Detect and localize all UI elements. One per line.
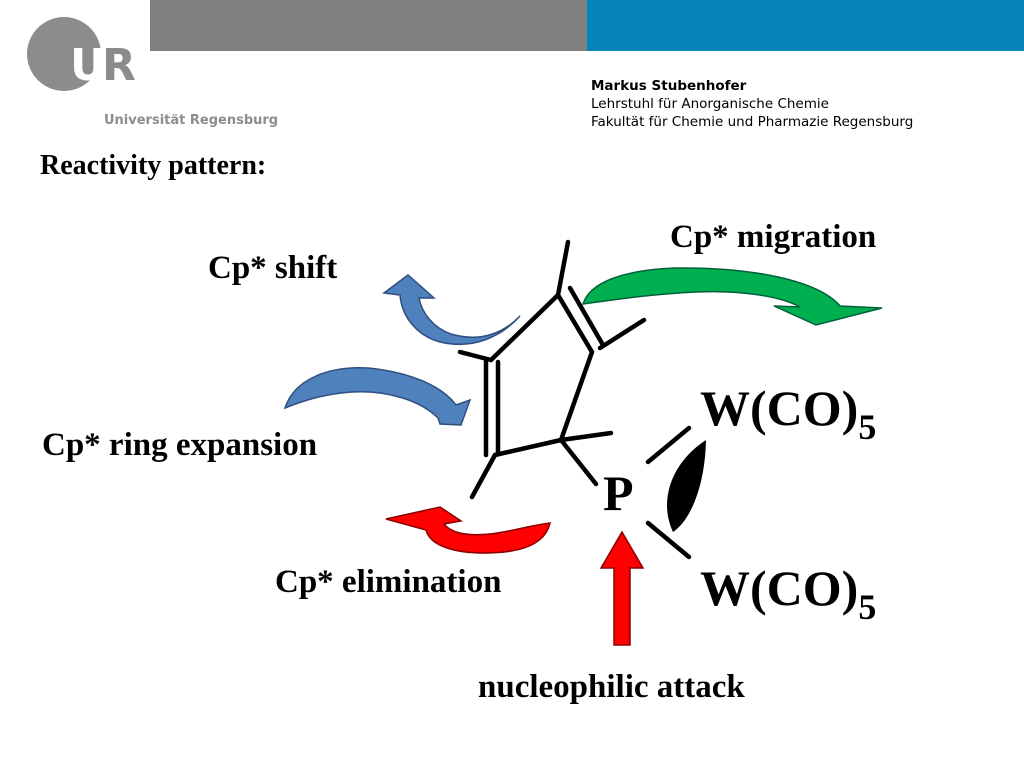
ring-double-bond-right <box>567 285 606 348</box>
slide-title: Reactivity pattern: <box>40 150 267 181</box>
author-block: Markus Stubenhofer Lehrstuhl für Anorgan… <box>591 77 913 131</box>
header-gray-bar <box>150 0 587 51</box>
bond-p-w-top <box>645 425 692 465</box>
methyl-right <box>597 317 647 351</box>
ring-bond-top-right <box>555 292 595 355</box>
university-logo: U R Universität Regensburg <box>24 12 284 132</box>
cp-shift-arrow <box>382 274 521 346</box>
ring-bond-bottom <box>492 437 564 458</box>
label-nucleophilic-attack: nucleophilic attack <box>478 669 745 705</box>
author-name: Markus Stubenhofer <box>591 78 747 94</box>
bond-p-w-bottom <box>645 520 692 560</box>
header-blue-bar <box>587 0 1024 51</box>
methyl-bottom-left <box>469 452 498 500</box>
w-co-top-sub: 5 <box>858 407 876 447</box>
author-chair: Lehrstuhl für Anorganische Chemie <box>591 96 829 112</box>
logo-university-name: Universität Regensburg <box>104 113 278 128</box>
label-cp-shift: Cp* shift <box>208 250 337 286</box>
methyl-quaternary <box>558 430 614 443</box>
logo-letter-r: R <box>102 40 136 91</box>
w-co-bottom: W(CO)5 <box>700 560 876 627</box>
w-co-bottom-main: W(CO) <box>700 560 858 616</box>
author-faculty: Fakultät für Chemie und Pharmazie Regens… <box>591 114 914 130</box>
logo-circle-icon <box>27 17 101 91</box>
logo-letter-u: U <box>70 40 106 91</box>
lone-pair-icon <box>667 440 706 532</box>
cp-star-ring <box>457 239 647 500</box>
cp-elimination-arrow <box>385 506 551 554</box>
nucleophilic-attack-arrow <box>599 530 645 646</box>
ring-bond-top-left <box>488 292 561 363</box>
label-cp-elimination: Cp* elimination <box>275 564 501 600</box>
ring-bond-right-lower <box>558 349 595 443</box>
methyl-top <box>555 239 571 298</box>
w-co-top-main: W(CO) <box>700 380 858 436</box>
cp-ring-expansion-arrow <box>283 367 472 426</box>
label-cp-migration: Cp* migration <box>670 219 876 255</box>
label-cp-ring-expansion: Cp* ring expansion <box>42 427 317 463</box>
bond-c-p <box>558 437 599 487</box>
methyl-left <box>457 349 494 363</box>
w-co-top: W(CO)5 <box>700 380 876 447</box>
cp-migration-arrow <box>581 267 883 326</box>
w-co-bottom-sub: 5 <box>858 587 876 627</box>
phosphorus-atom: P <box>603 465 634 521</box>
